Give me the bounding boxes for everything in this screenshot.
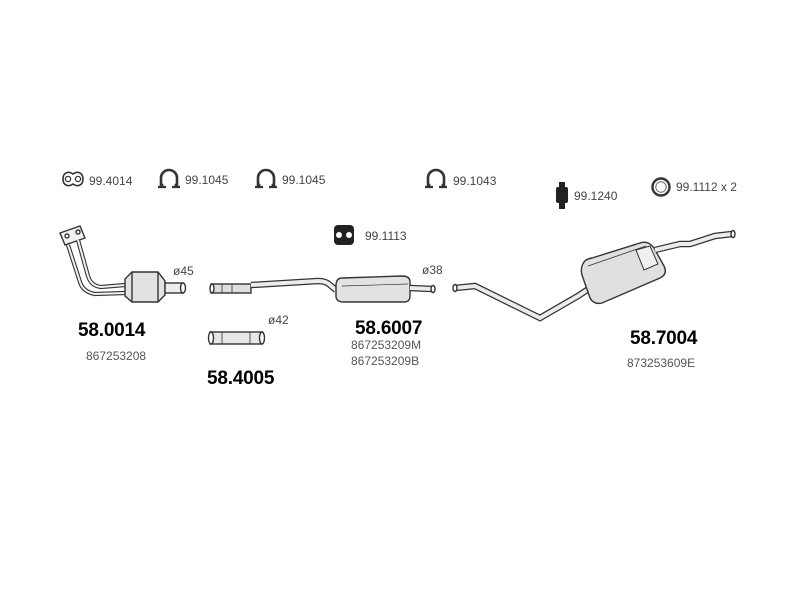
oem-number-front-pipe: 867253208 [86, 349, 147, 363]
part-number-middle: 58.6007 [355, 318, 423, 339]
part-number-rear: 58.7004 [630, 328, 698, 349]
accessory-label-99-1113: 99.1113 [365, 229, 407, 243]
accessory-label-99-1045-b: 99.1045 [282, 173, 326, 187]
front-pipe-catalyst-drawing [59, 225, 187, 303]
accessory-label-99-1112: 99.1112 x 2 [676, 180, 737, 194]
part-number-front-pipe: 58.0014 [78, 320, 146, 341]
pipe-clamp-icon [425, 168, 447, 189]
rubber-mount-icon [556, 182, 568, 209]
diameter-label-middle: ø38 [422, 263, 443, 277]
pipe-clamp-icon [158, 168, 180, 189]
oem-number-rear: 873253609E [627, 356, 696, 370]
accessory-label-99-4014: 99.4014 [89, 174, 133, 188]
flange-gasket-icon [62, 171, 84, 187]
part-number-connector: 58.4005 [207, 368, 275, 389]
diameter-label-front: ø45 [173, 264, 194, 278]
middle-silencer-drawing [209, 275, 436, 303]
diameter-label-connector: ø42 [268, 313, 289, 327]
pipe-clamp-icon [255, 168, 277, 189]
rear-muffler-drawing [452, 229, 736, 322]
sealing-ring-icon [651, 177, 671, 197]
accessory-label-99-1043: 99.1043 [453, 174, 497, 188]
oem-number-middle-1: 867253209M [351, 338, 422, 352]
connector-sleeve-drawing [207, 331, 266, 345]
rubber-hanger-icon [334, 225, 354, 245]
accessory-label-99-1045-a: 99.1045 [185, 173, 229, 187]
oem-number-middle-2: 867253209B [351, 354, 420, 368]
accessory-label-99-1240: 99.1240 [574, 189, 618, 203]
